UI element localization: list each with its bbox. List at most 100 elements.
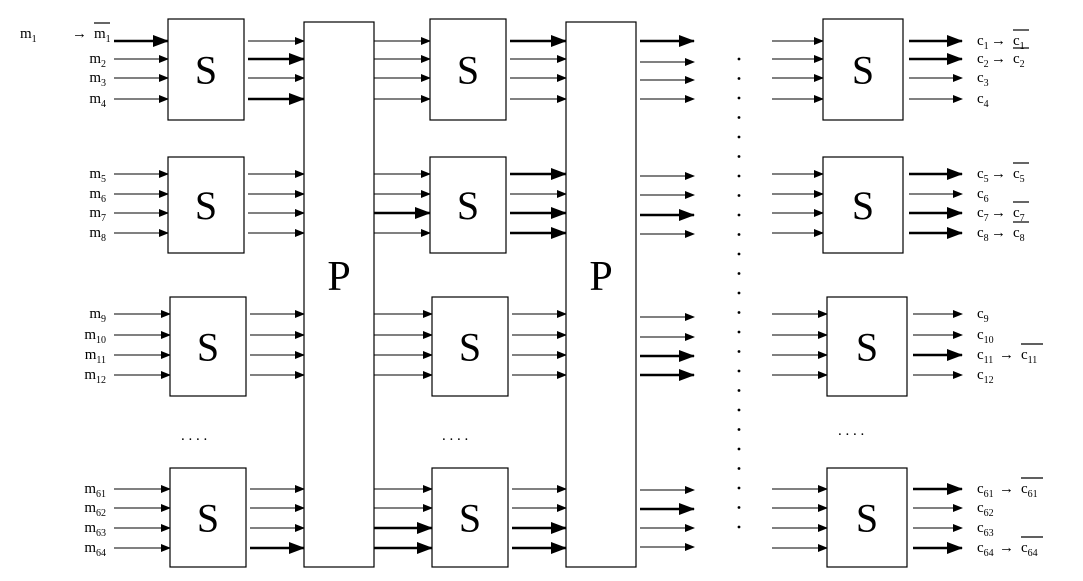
output-flip-label: → c64: [999, 536, 1043, 559]
ellipsis-dot: [737, 213, 741, 217]
ellipsis-dot: [737, 272, 741, 275]
input-flip-label: →m1: [72, 22, 111, 45]
output-flip-label-complement: c11: [1021, 347, 1037, 366]
s-box: [167, 156, 245, 254]
input-label: m2: [89, 51, 106, 70]
output-flip-label: →c8: [991, 221, 1029, 244]
output-flip-label-complement: c2: [1013, 51, 1025, 70]
input-label: m62: [84, 500, 106, 519]
input-label: m10: [84, 327, 106, 346]
ellipsis-dot: [737, 447, 741, 451]
s-box-label: S: [459, 325, 481, 370]
input-label: m6: [89, 186, 106, 205]
input-label: m9: [89, 306, 106, 325]
input-flip-label-arrow: →: [72, 26, 87, 42]
output-flip-label: → c5: [991, 162, 1029, 185]
output-label: c62: [977, 500, 994, 519]
ellipsis-dot: [737, 467, 741, 470]
output-label: c6: [977, 186, 989, 205]
s-box: [822, 156, 904, 254]
s-box-label: S: [195, 48, 217, 93]
s-box: [169, 467, 247, 568]
s-box-label: S: [195, 183, 217, 228]
s-box: [429, 18, 507, 121]
ellipsis-dot: [737, 428, 741, 431]
ellipsis-dot: [737, 252, 741, 256]
output-flip-label-arrow: →: [991, 205, 1006, 221]
output-label: c61: [977, 481, 994, 500]
ellipsis-dot: [737, 525, 741, 529]
output-flip-label-arrow: →: [991, 166, 1006, 182]
output-flip-label-arrow: →: [999, 481, 1014, 497]
output-label: c5: [977, 166, 989, 185]
output-flip-label-complement: c5: [1013, 166, 1025, 185]
ellipsis-dot: [737, 233, 741, 236]
output-label: c10: [977, 327, 994, 346]
output-flip-label-arrow: →: [991, 33, 1006, 49]
s-box-label: S: [197, 496, 219, 541]
ellipsis-dot: [737, 291, 741, 295]
ellipsis-label: . . . .: [442, 428, 468, 444]
input-label: m64: [84, 540, 106, 559]
output-flip-label-complement: c61: [1021, 481, 1038, 500]
output-flip-label: → c61: [999, 477, 1043, 500]
s-box: [822, 18, 904, 121]
output-label: c2: [977, 51, 989, 70]
output-label: c63: [977, 520, 994, 539]
output-flip-label: → c11: [999, 343, 1043, 366]
output-flip-label-arrow: →: [991, 225, 1006, 241]
s-box-label: S: [197, 325, 219, 370]
ellipsis-dot: [737, 389, 741, 392]
s-box: [826, 467, 908, 568]
s-box: [429, 156, 507, 254]
s-box: [167, 18, 245, 121]
ellipsis-dot: [737, 57, 741, 61]
input-label: m63: [84, 520, 106, 539]
output-flip-label-arrow: →: [999, 540, 1014, 556]
s-box: [169, 296, 247, 397]
input-label: m11: [85, 347, 106, 366]
ellipsis-dot: [737, 408, 741, 412]
s-box-label: S: [852, 183, 874, 228]
ellipsis-label: . . . .: [838, 423, 864, 439]
output-flip-label-complement: c64: [1021, 540, 1038, 559]
ellipsis-label: . . . .: [181, 428, 207, 444]
p-box-label: P: [327, 254, 350, 300]
s-box-label: S: [459, 496, 481, 541]
s-box: [826, 296, 908, 397]
input-label: m1: [20, 26, 37, 45]
ellipsis-dot: [737, 194, 741, 197]
output-label: c3: [977, 70, 989, 89]
ellipsis-dot: [737, 369, 741, 373]
input-label: m5: [89, 166, 106, 185]
ellipsis-dot: [737, 506, 741, 509]
input-label: m7: [89, 205, 106, 224]
input-label: m3: [89, 70, 106, 89]
output-flip-label-complement: c1: [1013, 33, 1025, 52]
ellipsis-dot: [737, 77, 741, 80]
input-label: m8: [89, 225, 106, 244]
output-label: c64: [977, 540, 994, 559]
p-box: [565, 21, 637, 568]
p-box: [303, 21, 375, 568]
s-box: [431, 296, 509, 397]
input-label: m61: [84, 481, 106, 500]
s-box-label: S: [457, 183, 479, 228]
ellipsis-dot: [737, 486, 741, 490]
output-flip-label-arrow: →: [991, 51, 1006, 67]
output-flip-label: → c1: [991, 29, 1029, 52]
output-flip-label-arrow: →: [999, 347, 1014, 363]
output-flip-label-complement: c7: [1013, 205, 1025, 224]
output-flip-label: → c7: [991, 201, 1029, 224]
ellipsis-dot: [737, 116, 741, 119]
ellipsis-dot: [737, 330, 741, 334]
output-label: c8: [977, 225, 989, 244]
output-label: c9: [977, 306, 989, 325]
s-box-label: S: [856, 496, 878, 541]
ellipsis-dot: [737, 135, 741, 139]
s-box-label: S: [852, 48, 874, 93]
output-label: c4: [977, 91, 989, 110]
ellipsis-dot: [737, 311, 741, 314]
